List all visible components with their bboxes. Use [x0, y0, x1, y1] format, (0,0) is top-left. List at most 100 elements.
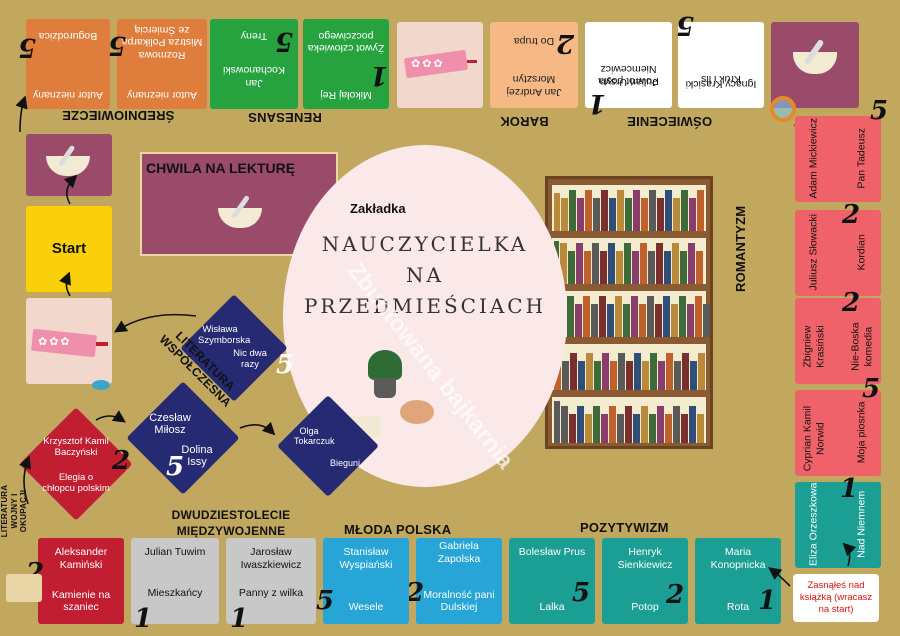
tile-work: Kruk i lis	[701, 72, 741, 85]
pot-icon	[374, 378, 396, 398]
start-tile[interactable]: Start	[26, 206, 112, 292]
book-tile-corner[interactable]	[771, 22, 859, 108]
book-tile-left[interactable]	[26, 134, 112, 196]
book-spine	[608, 243, 615, 284]
era-romantyzm: ROMANTYZM	[733, 205, 748, 292]
book-spine	[599, 296, 606, 337]
book-spine	[554, 401, 560, 443]
book-spine	[650, 353, 657, 390]
book-spine	[633, 190, 640, 231]
tile-potop[interactable]: Henryk Sienkiewicz Potop	[602, 538, 688, 624]
book-spine	[658, 361, 665, 390]
book-spine	[617, 414, 624, 443]
book-spine	[663, 296, 670, 337]
tile-bogurodzica[interactable]: Autor nieznany Bogurodzica	[26, 19, 110, 109]
tile-author: Juliusz Słowacki	[807, 214, 820, 291]
bookmark-tile[interactable]: ✿✿✿	[397, 22, 483, 108]
era-barok: BAROK	[500, 114, 549, 129]
book-spine	[625, 198, 632, 231]
book-spine	[593, 406, 600, 443]
tile-wesele[interactable]: Stanisław Wyspiański Wesele	[323, 538, 409, 624]
title-line-2: NA	[406, 263, 444, 287]
magnifier-icon	[770, 96, 796, 122]
tile-kamienie-na-szaniec[interactable]: Aleksander Kamiński Kamienie na szaniec	[38, 538, 124, 624]
book-spine	[609, 198, 616, 231]
tile-work: Bogurodzica	[38, 29, 98, 42]
move-number: 5	[862, 374, 881, 404]
tile-author: Henryk Sienkiewicz	[617, 546, 673, 571]
start-label: Start	[51, 240, 87, 257]
tile-author: Czesław Miłosz	[149, 412, 191, 436]
move-number: 1	[134, 604, 153, 634]
era-pozytywizm: POZYTYWIZM	[580, 520, 669, 535]
book-spine	[696, 251, 703, 284]
tile-nad-niemnem[interactable]: Eliza Orzeszkowa Nad Niemnem	[795, 482, 881, 568]
book-spine	[689, 406, 696, 443]
book-spine	[649, 190, 656, 231]
book-spine	[689, 198, 696, 231]
reading-break-tile[interactable]: CHWILA NA LEKTURĘ	[140, 152, 338, 256]
bookmark-tile-left[interactable]: ✿✿✿	[26, 298, 112, 384]
tile-pan-tadeusz[interactable]: Adam Mickiewicz Pan Tadeusz	[795, 116, 881, 202]
book-spine	[641, 406, 648, 443]
book-spine	[623, 304, 630, 337]
tile-rota[interactable]: Maria Konopnicka Rota	[695, 538, 781, 624]
tile-panny-z-wilka[interactable]: Jarosław Iwaszkiewicz Panny z wilka	[226, 538, 316, 624]
book-spine	[672, 243, 679, 284]
book-spine	[657, 406, 664, 443]
book-spine	[576, 243, 583, 284]
book-spine	[610, 361, 617, 390]
move-number: 2	[112, 446, 131, 476]
tile-rozmowa-mistrza[interactable]: Autor nieznany Rozmowa Mistrza Polikarpa…	[117, 19, 207, 109]
book-spine	[697, 414, 704, 443]
tile-mieszkancy[interactable]: Julian Tuwim Mieszkańcy	[131, 538, 219, 624]
book-spine	[586, 353, 593, 390]
tile-author: Eliza Orzeszkowa	[807, 482, 820, 567]
book-spine	[585, 190, 592, 231]
tile-author: Stanisław Wyspiański	[339, 546, 393, 571]
tile-lalka[interactable]: Bolesław Prus Lalka	[509, 538, 595, 624]
move-number: 1	[758, 586, 777, 616]
diamond-bieguni[interactable]: Olga Tokarczuk Bieguni	[277, 395, 379, 497]
book-spine	[562, 361, 569, 390]
era-wojna: LITERATURA WOJNY I OKUPACJI	[0, 484, 29, 538]
tile-author: Aleksander Kamiński	[54, 546, 108, 571]
tile-nie-boska-komedia[interactable]: Zbigniew Krasiński Nie-Boska komedia	[795, 298, 881, 384]
book-spine	[631, 296, 638, 337]
lost-note[interactable]: Zasnąłeś nad książką (wracasz na start)	[793, 574, 879, 622]
tile-moja-piosnka[interactable]: Cyprian Kamil Norwid Moja piosnka	[795, 390, 881, 476]
tile-author: Adam Mickiewicz	[807, 118, 820, 199]
book-spine	[664, 251, 671, 284]
tile-work: Moralność pani Dulskiej	[423, 588, 495, 614]
tile-moralnosc-pani-dulskiej[interactable]: Gabriela Zapolska Moralność pani Dulskie…	[416, 538, 502, 624]
book-spine	[632, 251, 639, 284]
book-spine	[648, 251, 655, 284]
tile-work: Nic dwa razy	[233, 348, 267, 370]
book-spine	[601, 190, 608, 231]
move-number: 2	[406, 578, 425, 608]
book-spine	[609, 406, 616, 443]
book-spine	[568, 251, 575, 284]
lost-note-text: Zasnąłeś nad książką (wracasz na start)	[799, 580, 873, 615]
book-spine	[655, 304, 662, 337]
move-number: 1	[230, 604, 249, 634]
book-spine	[695, 296, 702, 337]
tassel-icon	[467, 60, 477, 63]
flower-icon: ✿✿✿	[38, 336, 72, 348]
tile-work: Wesele	[348, 601, 384, 614]
book-spine	[641, 198, 648, 231]
era-dwudziestolecie: DWUDZIESTOLECIE MIĘDZYWOJENNE	[171, 508, 291, 538]
move-number: 1	[840, 474, 859, 504]
tile-author: Jan Kochanowski	[223, 64, 285, 89]
book-spine	[569, 190, 576, 231]
move-number: 5	[275, 26, 294, 56]
book-spine	[570, 353, 577, 390]
reading-break-label: CHWILA NA LEKTURĘ	[146, 160, 296, 176]
book-spine	[639, 304, 646, 337]
book-spine	[567, 296, 574, 337]
tile-work: Pan Tadeusz	[855, 128, 868, 189]
book-spine	[690, 361, 697, 390]
move-number: 2	[556, 28, 575, 58]
move-number: 5	[166, 452, 185, 482]
tile-kordian[interactable]: Juliusz Słowacki Kordian	[795, 210, 881, 296]
